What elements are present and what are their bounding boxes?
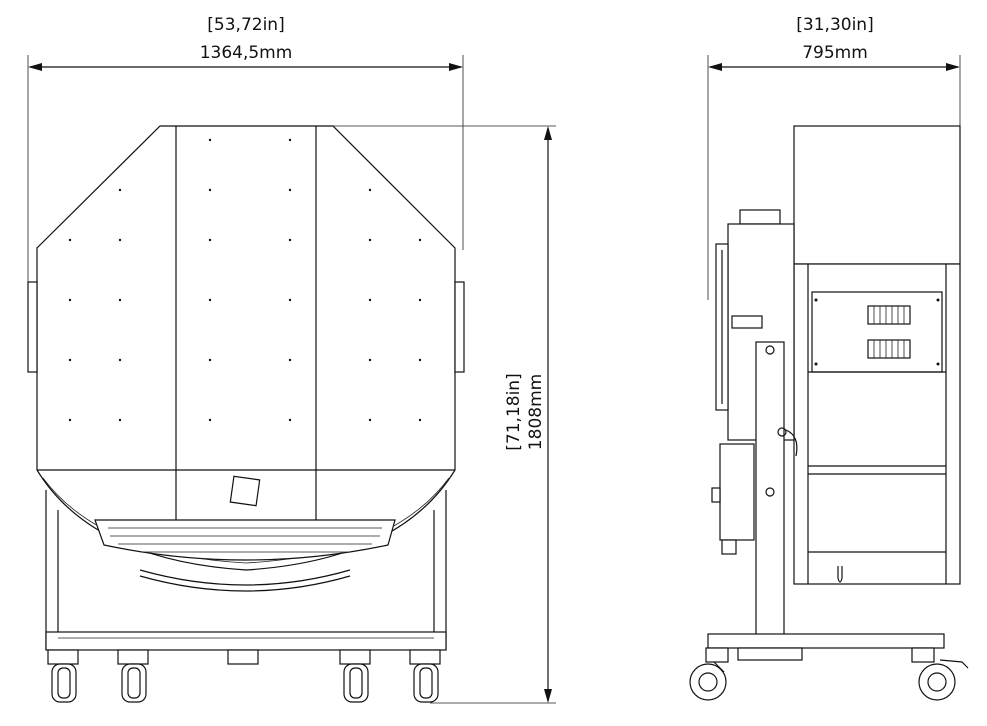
front-caster-3 bbox=[339, 649, 371, 703]
side-width-dimension: [31,30in] 795mm bbox=[707, 15, 961, 300]
front-width-metric: 1364,5mm bbox=[200, 43, 293, 63]
front-drum bbox=[27, 125, 465, 571]
front-caster-2 bbox=[117, 649, 149, 703]
front-width-imperial: [53,72in] bbox=[207, 15, 284, 35]
side-column bbox=[755, 341, 798, 651]
side-width-imperial: [31,30in] bbox=[796, 15, 873, 35]
side-cabinet bbox=[793, 125, 961, 585]
side-caster-right bbox=[911, 647, 969, 701]
side-base bbox=[707, 633, 945, 661]
front-caster-4 bbox=[409, 649, 441, 703]
height-dimension: [71,18in] 1808mm bbox=[333, 125, 556, 704]
front-base-frame bbox=[45, 490, 447, 665]
front-view: [53,72in] 1364,5mm bbox=[27, 15, 556, 704]
height-imperial: [71,18in] bbox=[504, 373, 524, 450]
vent-grille-upper bbox=[867, 305, 911, 325]
vent-grille-lower bbox=[867, 339, 911, 359]
side-caster-left bbox=[689, 647, 729, 701]
front-caster-1 bbox=[47, 649, 79, 703]
side-width-metric: 795mm bbox=[802, 43, 868, 63]
side-view: [31,30in] 795mm bbox=[689, 15, 969, 701]
front-width-dimension: [53,72in] 1364,5mm bbox=[27, 15, 464, 330]
front-step-grate bbox=[94, 519, 396, 592]
height-metric: 1808mm bbox=[526, 374, 546, 450]
